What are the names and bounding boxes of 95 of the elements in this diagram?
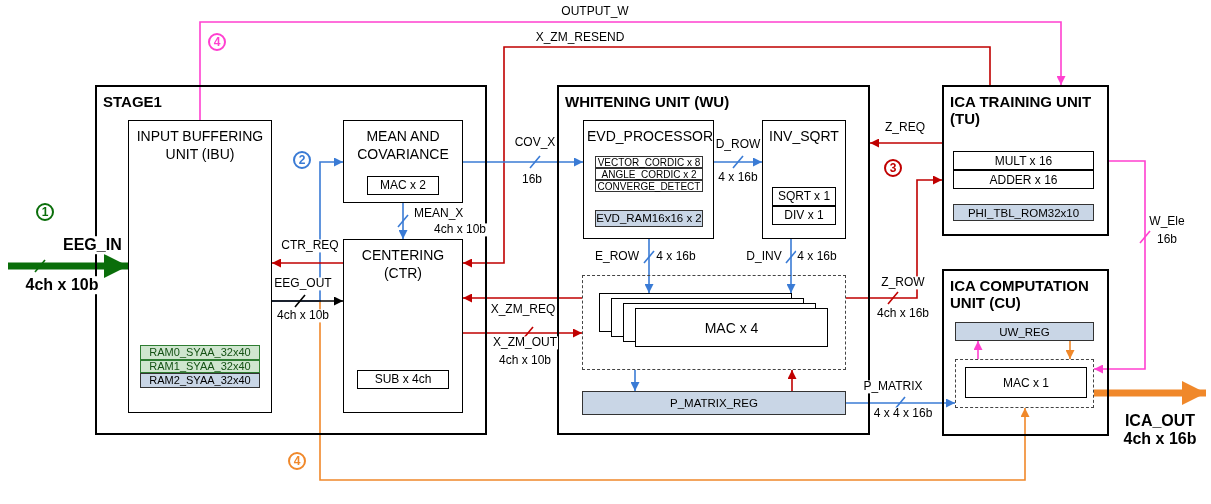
module-label: MAC x 4	[704, 319, 759, 336]
bus-width-label: 4ch x 10b	[433, 223, 488, 237]
signal-arrow	[630, 369, 640, 392]
module-label: RAM1_SYAA_32x40	[149, 361, 251, 372]
signal-label: COV_X	[513, 136, 557, 150]
module-label: RAM0_SYAA_32x40	[149, 347, 251, 358]
module-label: UW_REG	[999, 325, 1050, 338]
dashed-region	[955, 359, 1094, 408]
signal-arrow	[786, 238, 796, 294]
signal-arrow	[1065, 340, 1075, 360]
signal-arrow	[462, 157, 584, 167]
module-title: INV_SQRT	[769, 128, 839, 144]
unit-panel	[942, 85, 1109, 236]
dashed-region	[582, 275, 846, 370]
module-box	[762, 120, 846, 239]
module-label: MAC x 1	[1003, 375, 1049, 390]
signal-arrow	[644, 238, 654, 294]
module-label: ANGLE_CORDIC x 2	[601, 168, 697, 181]
memory-block	[140, 360, 260, 373]
signal-label: OUTPUT_W	[560, 5, 630, 19]
module-title: ICA TRAINING UNIT (TU)	[950, 93, 1092, 127]
signal-arrow	[462, 46, 991, 268]
memory-block	[140, 345, 260, 360]
signal-arrow	[271, 258, 344, 268]
signal-label: EEG_IN	[62, 236, 123, 254]
module-label: ADDER x 16	[989, 172, 1058, 187]
module-title: INPUT BUFFERING UNIT (IBU)	[136, 128, 264, 163]
submodule-box	[965, 367, 1087, 398]
signal-arrow	[845, 398, 956, 408]
module-box	[128, 120, 272, 413]
module-label: VECTOR_CORDIC x 8	[597, 155, 701, 169]
submodule-box	[953, 170, 1094, 189]
memory-block	[140, 373, 260, 388]
signal-label: X_ZM_RESEND	[534, 31, 626, 45]
module-label: SQRT x 1	[777, 188, 831, 205]
mac-array-box	[599, 293, 828, 347]
signal-label: E_ROW	[594, 250, 640, 264]
register-box	[953, 204, 1094, 221]
signal-label: CTR_REQ	[280, 239, 340, 253]
signal-label: W_Ele	[1148, 215, 1186, 229]
module-label: CONVERGE_DETECT	[597, 180, 701, 193]
signal-arrow	[973, 340, 983, 360]
module-label: P_MATRIX_REG	[670, 397, 758, 409]
module-label: PHI_TBL_ROM32x10	[967, 206, 1080, 219]
module-title: CENTERING (CTR)	[361, 247, 445, 282]
signal-label: Z_ROW	[880, 276, 926, 290]
signal-arrow	[462, 293, 583, 303]
signal-arrow	[199, 21, 1066, 121]
signal-label: D_INV	[745, 250, 783, 264]
signal-arrow	[713, 157, 763, 167]
signal-label: X_ZM_OUT	[492, 336, 558, 350]
module-title: EVD_PROCESSOR	[587, 128, 714, 144]
step-number: 3	[884, 159, 902, 177]
module-title: STAGE1	[103, 93, 162, 110]
step-number: 4	[288, 452, 306, 470]
signal-label: EEG_OUT	[273, 277, 333, 291]
step-number: 2	[293, 151, 311, 169]
signal-label: P_MATRIX	[862, 380, 924, 394]
bus-width-label: 4ch x 10b	[276, 309, 330, 323]
module-label: SUB x 4ch	[374, 371, 432, 388]
signal-arrow	[398, 202, 408, 240]
signal-arrow	[271, 296, 344, 306]
bus-width-label: 4ch x 10b	[24, 276, 100, 294]
submodule-box	[595, 168, 703, 180]
module-box	[343, 120, 463, 203]
submodule-box	[953, 151, 1094, 170]
module-label: EVD_RAM16x16 x 2	[596, 211, 702, 226]
module-title: MEAN AND COVARIANCE	[357, 128, 449, 163]
submodule-box	[367, 176, 439, 195]
signal-label: ICA_OUT	[1123, 412, 1197, 430]
module-box	[343, 239, 463, 413]
signal-arrow	[869, 138, 943, 148]
register-box	[955, 322, 1094, 341]
module-box	[583, 120, 714, 239]
step-number: 1	[36, 203, 54, 221]
signal-arrow	[845, 175, 943, 299]
signal-label: X_ZM_REQ	[489, 303, 557, 317]
module-title: ICA COMPUTATION UNIT (CU)	[950, 277, 1089, 311]
signal-arrow	[787, 369, 797, 392]
unit-panel	[942, 269, 1109, 436]
submodule-box	[772, 187, 836, 206]
module-label: DIV x 1	[784, 207, 824, 224]
step-number: 4	[208, 33, 226, 51]
signal-arrow	[1093, 160, 1146, 374]
submodule-box	[772, 206, 836, 225]
module-label: RAM2_SYAA_32x40	[149, 375, 251, 386]
signal-label: Z_REQ	[884, 121, 926, 135]
signal-arrow	[462, 328, 583, 338]
signal-label: MEAN_X	[413, 207, 465, 221]
module-title: WHITENING UNIT (WU)	[565, 93, 730, 110]
module-label: MAC x 2	[380, 177, 426, 194]
signal-label: D_ROW	[714, 138, 762, 152]
register-box	[582, 391, 846, 415]
module-label: MULT x 16	[994, 153, 1053, 168]
submodule-box	[357, 370, 449, 389]
